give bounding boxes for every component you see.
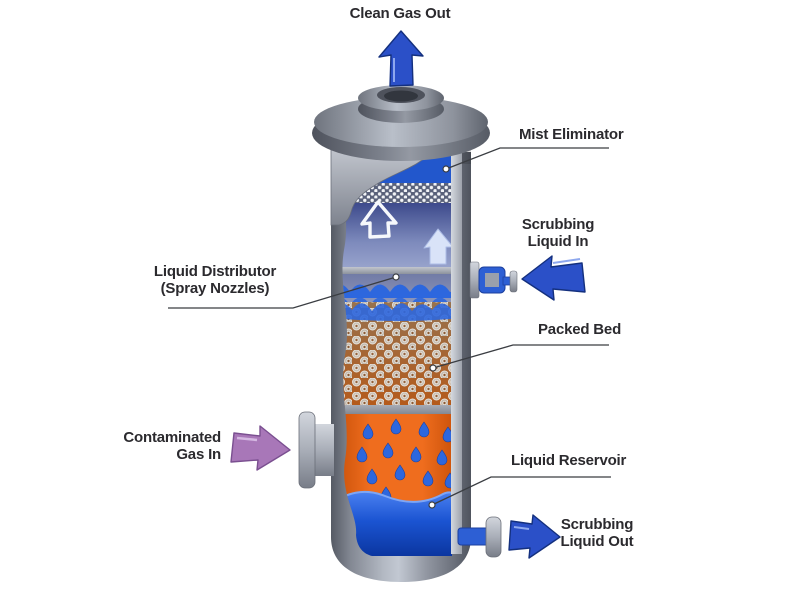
label-contaminated-gas-in: Contaminated Gas In (123, 429, 221, 463)
liquid-distributor-leader (168, 276, 397, 309)
label-liquid-distributor: Liquid Distributor (Spray Nozzles) (153, 263, 277, 297)
liquid-reservoir-leader (431, 476, 611, 506)
label-mist-eliminator: Mist Eliminator (519, 126, 624, 143)
vessel-cutaway-interior (342, 150, 452, 556)
packed-bed-leader (432, 344, 609, 369)
label-liquid-reservoir: Liquid Reservoir (511, 452, 627, 469)
vessel-lid (312, 85, 490, 161)
scrubbing-liquid-in-arrow-icon (521, 255, 586, 301)
packing-liquid-film (342, 303, 452, 321)
liquid-inlet-pipe (469, 261, 518, 299)
contaminated-gas-in-arrow-icon (230, 425, 291, 471)
clean-gas-out-arrow-icon (378, 30, 424, 87)
gas-rise-outline-arrow-icon (360, 200, 398, 239)
scrubbing-liquid-out-arrow-icon (508, 514, 561, 559)
label-clean-gas-out: Clean Gas Out (349, 5, 451, 22)
leader-dots (392, 165, 450, 509)
label-packed-bed: Packed Bed (538, 321, 622, 338)
liquid-outlet-pipe (457, 516, 502, 558)
leader-lines (168, 147, 611, 506)
label-scrubbing-liquid-in: Scrubbing Liquid In (521, 216, 595, 250)
gas-inlet-pipe (298, 411, 334, 489)
liquid-reservoir-pool (342, 491, 452, 556)
label-scrubbing-liquid-out: Scrubbing Liquid Out (560, 516, 634, 550)
mist-eliminator-leader (445, 147, 609, 170)
liquid-distributor-bar (342, 267, 452, 274)
vessel-inner-wall (451, 150, 462, 554)
